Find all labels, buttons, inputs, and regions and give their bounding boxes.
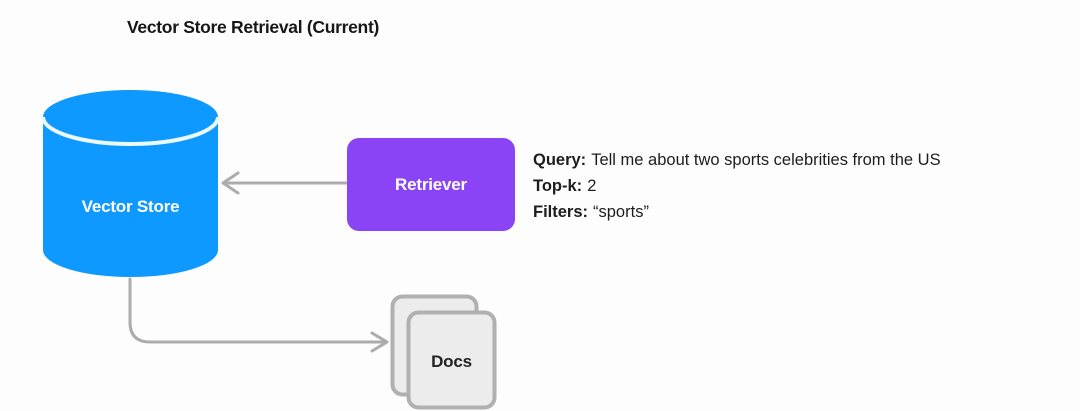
topk-key: Top-k: bbox=[533, 177, 583, 195]
annotation-line-filters: Filters:“sports” bbox=[533, 199, 941, 225]
vector-store-cylinder bbox=[41, 90, 220, 278]
query-value: Tell me about two sports celebrities fro… bbox=[591, 151, 941, 169]
query-annotation: Query:Tell me about two sports celebriti… bbox=[533, 147, 941, 225]
filters-key: Filters: bbox=[533, 203, 589, 221]
retriever-node: Retriever bbox=[347, 138, 515, 231]
arrowhead-left-icon bbox=[221, 171, 240, 195]
cylinder-lid-edge bbox=[41, 116, 220, 146]
query-key: Query: bbox=[533, 151, 587, 169]
topk-value: 2 bbox=[587, 177, 597, 195]
annotation-line-topk: Top-k:2 bbox=[533, 173, 941, 199]
annotation-line-query: Query:Tell me about two sports celebriti… bbox=[533, 147, 941, 173]
vector-store-label: Vector Store bbox=[81, 197, 180, 216]
filters-value: “sports” bbox=[593, 203, 649, 221]
cylinder-body bbox=[43, 90, 218, 278]
arrow-retriever-to-store bbox=[221, 171, 348, 195]
arrow-store-to-docs bbox=[128, 277, 389, 353]
arrowhead-right-icon bbox=[370, 331, 389, 353]
retriever-label: Retriever bbox=[395, 174, 467, 194]
docs-stack bbox=[390, 294, 497, 410]
docs-label: Docs bbox=[431, 352, 472, 371]
diagram-title: Vector Store Retrieval (Current) bbox=[127, 17, 380, 37]
doc-card-front bbox=[406, 310, 497, 410]
